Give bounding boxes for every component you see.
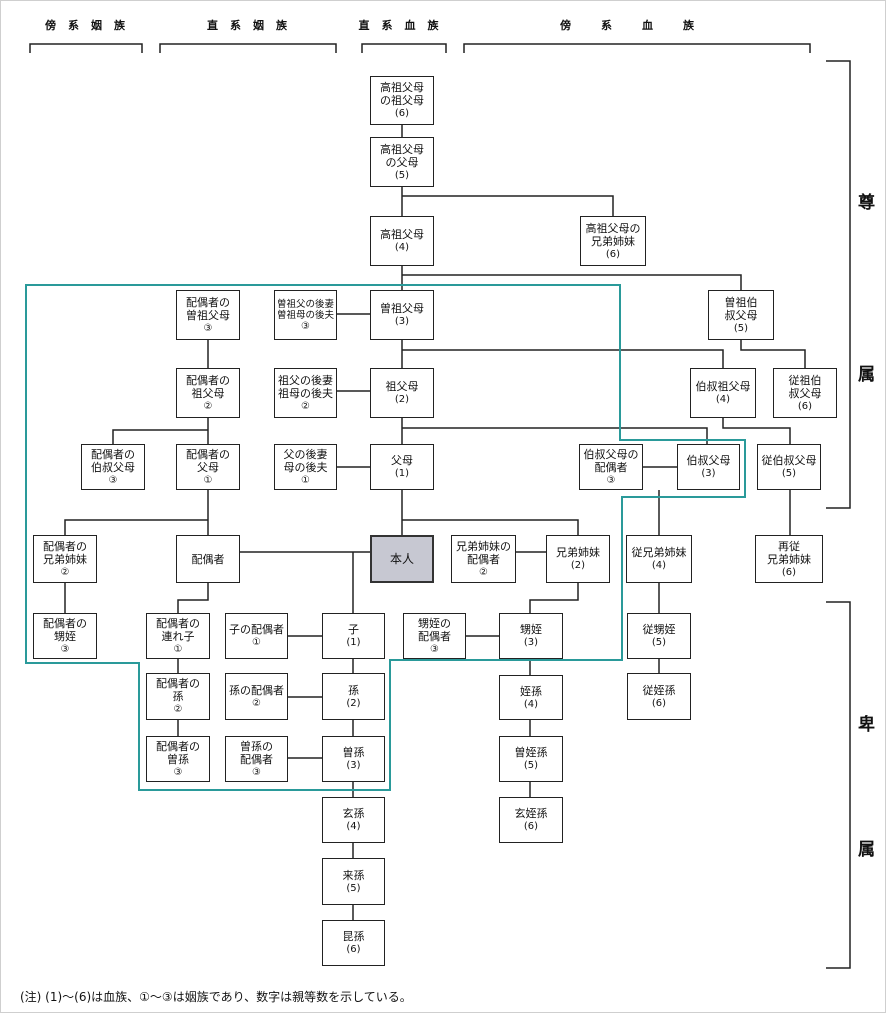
- node-konson: 昆孫(6): [322, 920, 385, 966]
- node-fubo: 父母(1): [370, 444, 434, 490]
- node-honnin: 本人: [370, 535, 434, 583]
- node-ju-kyodai: 従兄弟姉妹(4): [626, 535, 692, 583]
- node-sai-ju-kyodai: 再従 兄弟姉妹(6): [755, 535, 823, 583]
- header-collateral-blood: 傍系血族: [560, 19, 724, 32]
- ascendant-label-2: 属: [858, 365, 875, 385]
- descendant-label-2: 属: [858, 840, 875, 860]
- node-ju-haku-fubo: 従伯叔父母(5): [757, 444, 821, 490]
- node-mago: 孫(2): [322, 673, 385, 720]
- node-soso-haku: 曽祖伯 叔父母(5): [708, 290, 774, 340]
- header-direct-affinity: 直系姻族: [207, 19, 299, 32]
- node-so-tetsson: 曽姪孫(5): [499, 736, 563, 782]
- node-koso: 高祖父母(4): [370, 216, 434, 266]
- node-koso-fubo: 高祖父母 の父母(5): [370, 137, 434, 187]
- node-koso-kyodai: 高祖父母の 兄弟姉妹(6): [580, 216, 646, 266]
- header-direct-blood: 直系血族: [358, 19, 451, 32]
- header-collateral-affinity: 傍系姻族: [45, 19, 137, 32]
- node-gen-tetsson: 玄姪孫(6): [499, 797, 563, 843]
- descendant-label-1: 卑: [858, 715, 875, 735]
- node-sofubo: 祖父母(2): [370, 368, 434, 418]
- node-himago: 曽孫(3): [322, 736, 385, 782]
- node-soso: 曽祖父母(3): [370, 290, 434, 340]
- node-oimei: 甥姪(3): [499, 613, 563, 659]
- footnote: (注) (1)～(6)は血族、①～③は姻族であり、数字は親等数を示している。: [20, 990, 412, 1004]
- node-ju-haku: 従祖伯 叔父母(6): [773, 368, 837, 418]
- node-kyodai: 兄弟姉妹(2): [546, 535, 610, 583]
- node-koso-sofubo: 高祖父母 の祖父母(6): [370, 76, 434, 125]
- node-haigusha: 配偶者: [176, 535, 240, 583]
- node-tetsson: 姪孫(4): [499, 675, 563, 720]
- ascendant-label-1: 尊: [858, 193, 875, 213]
- node-genson: 玄孫(4): [322, 797, 385, 843]
- node-ko: 子(1): [322, 613, 385, 659]
- node-haku: 伯叔父母(3): [677, 444, 740, 490]
- node-haku-sofubo: 伯叔祖父母(4): [690, 368, 756, 418]
- node-ju-oimei: 従甥姪(5): [627, 613, 691, 659]
- node-ju-tetsson: 従姪孫(6): [627, 673, 691, 720]
- node-raison: 来孫(5): [322, 858, 385, 905]
